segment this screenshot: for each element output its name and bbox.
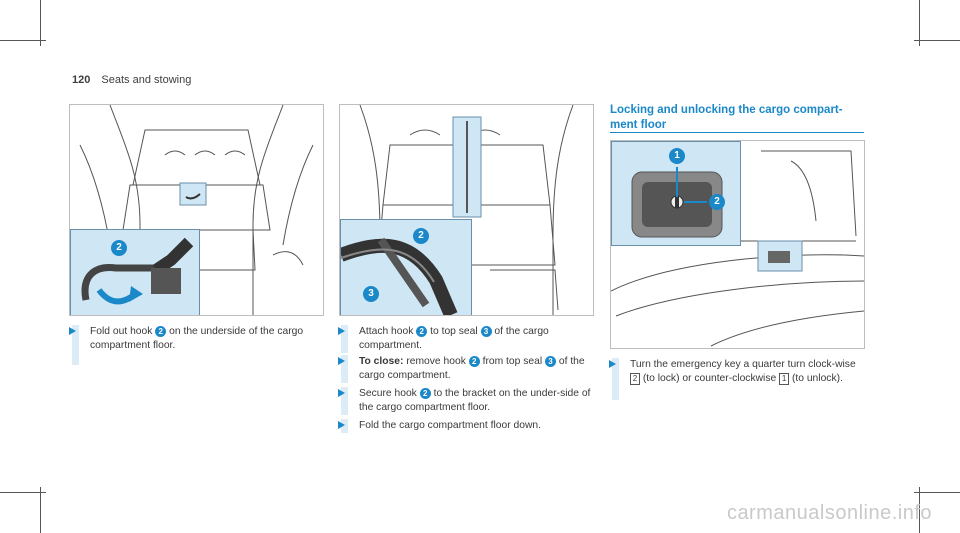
key-ref: 1 <box>779 372 790 385</box>
crop-mark <box>40 487 41 533</box>
instruction-step: To close: remove hook 2 from top seal 3 … <box>338 355 593 383</box>
cargo-illustration <box>359 105 574 315</box>
callout-ref: 3 <box>545 356 556 367</box>
key-ref: 2 <box>630 372 640 385</box>
section-name: Seats and stowing <box>101 74 192 86</box>
callout-ref: 3 <box>480 326 492 337</box>
hook-detail-illustration <box>81 237 194 305</box>
callout-ref: 2 <box>155 326 167 337</box>
instruction-step: Secure hook 2 to the bracket on the unde… <box>338 387 593 415</box>
step-arrow-icon <box>338 389 345 397</box>
figure-cargo-hook: 2 <box>69 104 324 316</box>
callout-ref: 2 <box>468 356 480 367</box>
section-divider <box>610 132 864 133</box>
instruction-step: Fold out hook 2 on the underside of the … <box>69 325 322 365</box>
crop-mark <box>914 40 960 41</box>
callout-2: 2 <box>413 228 429 244</box>
step-arrow-icon <box>338 357 345 365</box>
step-arrow-icon <box>338 327 345 335</box>
step-arrow-icon <box>338 421 345 429</box>
callout-3: 3 <box>363 286 379 302</box>
page-header: 120 Seats and stowing <box>72 74 191 86</box>
callout-ref: 2 <box>416 326 428 337</box>
crop-mark <box>40 0 41 46</box>
callout-1: 1 <box>669 148 685 164</box>
figure-inset: 2 3 <box>340 219 472 315</box>
page-number: 120 <box>72 74 91 86</box>
crop-mark <box>919 487 920 533</box>
lock-detail-illustration <box>631 167 723 238</box>
crop-mark <box>919 0 920 46</box>
instruction-step: Turn the emergency key a quarter turn cl… <box>609 358 864 400</box>
watermark: carmanualsonline.info <box>726 502 932 524</box>
instruction-step: Fold the cargo compartment floor down. <box>338 419 593 433</box>
figure-cargo-floor-lock: 1 2 <box>610 140 865 349</box>
callout-ref: 2 <box>419 388 431 399</box>
callout-2: 2 <box>111 240 127 256</box>
seal-detail-illustration <box>341 237 458 315</box>
crop-mark <box>0 40 46 41</box>
crop-mark <box>914 492 960 493</box>
step-arrow-icon <box>69 327 76 335</box>
instruction-step: Attach hook 2 to top seal 3 of the cargo… <box>338 325 593 353</box>
section-title: Locking and unlocking the cargo compart-… <box>610 104 843 131</box>
figure-hook-top-seal: 2 3 <box>339 104 594 316</box>
figure-inset: 1 2 <box>611 141 741 246</box>
step-arrow-icon <box>609 360 616 368</box>
cargo-floor-illustration <box>611 141 864 347</box>
figure-inset: 2 <box>70 229 200 315</box>
callout-2: 2 <box>709 194 725 210</box>
crop-mark <box>0 492 46 493</box>
